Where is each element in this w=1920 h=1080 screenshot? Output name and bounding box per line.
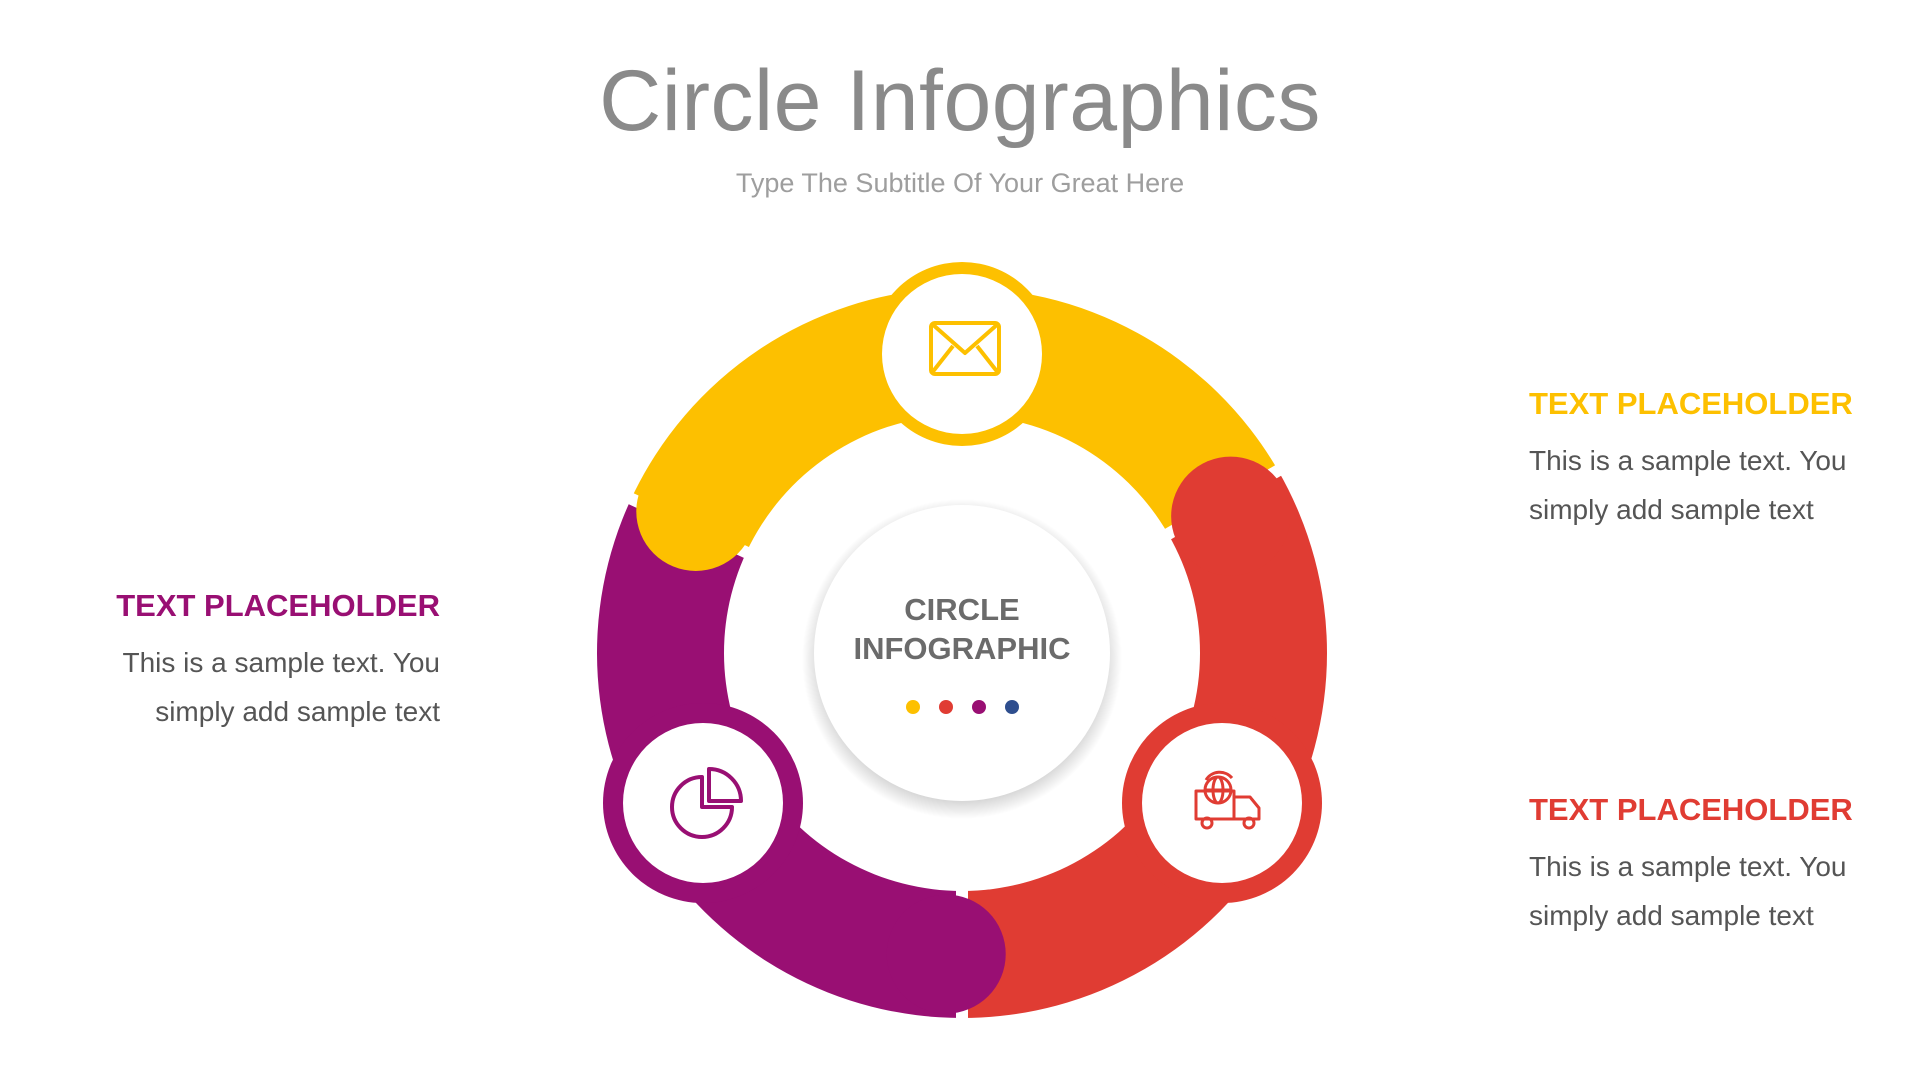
text-block-left-heading: TEXT PLACEHOLDER (116, 588, 440, 623)
center-dot (972, 700, 986, 714)
text-block-right-bottom-heading: TEXT PLACEHOLDER (1529, 792, 1853, 827)
envelope-icon (929, 321, 1001, 376)
center-dot (939, 700, 953, 714)
pie-chart-icon (670, 767, 743, 839)
text-block-right-top-line1: This is a sample text. You (1529, 445, 1847, 476)
center-label-line2: INFOGRAPHIC (854, 631, 1071, 666)
badge-right (1122, 703, 1322, 903)
text-block-right-bottom-line1: This is a sample text. You (1529, 851, 1847, 882)
text-block-right-bottom: TEXT PLACEHOLDER This is a sample text. … (1529, 792, 1869, 940)
ring-segment-top (631, 288, 1279, 553)
center-color-dots (906, 700, 1019, 714)
center-disc (814, 505, 1110, 801)
text-block-left-line1: This is a sample text. You (122, 647, 440, 678)
badge-top (870, 262, 1054, 446)
text-block-right-top-line2: simply add sample text (1529, 494, 1814, 525)
text-block-right-top: TEXT PLACEHOLDER This is a sample text. … (1529, 386, 1869, 534)
badge-top-face (882, 274, 1042, 434)
segment-rounded-cap (886, 894, 1006, 1014)
center-dot (1005, 700, 1019, 714)
page-subtitle: Type The Subtitle Of Your Great Here (735, 168, 1185, 198)
text-block-left-line2: simply add sample text (155, 696, 440, 727)
center-label-line1: CIRCLE (904, 592, 1019, 627)
center-dot (906, 700, 920, 714)
segment-rounded-cap (636, 451, 756, 571)
segment-rounded-cap (1171, 456, 1291, 576)
badge-left (603, 703, 803, 903)
segment-separators (623, 451, 1291, 1024)
text-block-left: TEXT PLACEHOLDER This is a sample text. … (100, 588, 440, 736)
page-title: Circle Infographics (599, 53, 1321, 149)
text-block-right-top-heading: TEXT PLACEHOLDER (1529, 386, 1853, 421)
delivery-truck-globe-icon (1194, 770, 1261, 830)
text-block-right-bottom-line2: simply add sample text (1529, 900, 1814, 931)
